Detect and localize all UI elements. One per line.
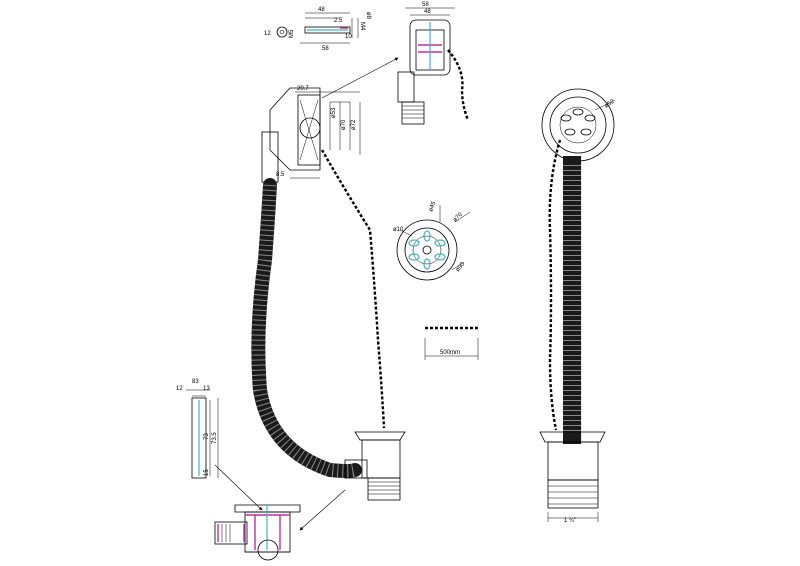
chain-right	[548, 139, 562, 431]
dim-ring-48: 48	[424, 9, 431, 15]
waste-body	[344, 431, 406, 501]
chain-left	[320, 149, 386, 429]
dim-plug-52: ø52	[604, 98, 616, 109]
dim-overflow-72: ø72	[351, 119, 357, 130]
dim-overflow-20-7: 20.7	[297, 86, 309, 92]
pin-detail: 48 2.5 10 12 58 M4 ø8 M5	[264, 7, 371, 52]
dim-pin-8: ø8	[365, 12, 371, 20]
dim-waste-73: 73	[204, 433, 210, 440]
chain-sample: 500mm	[424, 326, 479, 360]
dim-pin-12: 12	[264, 31, 271, 37]
overflow-detail: 58 48	[397, 2, 470, 125]
dim-waste-12: 12	[176, 386, 183, 392]
grate-front-view: ø45 ø70 ø10 ø90	[393, 200, 471, 281]
dim-waste-13: 13	[203, 386, 210, 392]
dim-waste-83: 83	[192, 379, 199, 385]
flexible-hose	[251, 178, 362, 478]
dim-grate-90: ø90	[455, 261, 467, 273]
pin-head-icon	[276, 26, 288, 38]
dim-pin-58: 58	[322, 46, 329, 52]
dim-waste-15: 15	[204, 469, 210, 476]
waste-callout-arrow	[299, 489, 346, 531]
side-view-assembly: ø52 1 ¼"	[539, 88, 616, 524]
dim-pin-48: 48	[318, 7, 325, 13]
dim-waste-73-5: 73.5	[212, 432, 218, 444]
waste-cross-section	[214, 504, 301, 561]
dim-pin-2-5: 2.5	[334, 18, 343, 24]
dim-overflow-53: ø53	[331, 107, 337, 118]
overflow-head: 20.7 ø53 ø70 ø72 8.5	[261, 86, 361, 183]
pipe-callout-arrow	[214, 464, 263, 511]
overflow-callout-arrow	[321, 57, 399, 99]
dim-overflow-70: ø70	[341, 119, 347, 130]
dim-grate-10: ø10	[393, 227, 404, 233]
waste-pipe-detail: 12 83 13 73 73.5 15	[176, 379, 219, 479]
dim-thread: 1 ¼"	[564, 518, 576, 524]
dim-pin-10: 10	[345, 34, 352, 40]
dim-grate-70: ø70	[452, 211, 464, 223]
dim-pin-m5: M5	[289, 29, 295, 38]
dim-pin-m4: M4	[359, 22, 365, 31]
dim-overflow-8-5: 8.5	[276, 172, 285, 178]
dim-grate-45: ø45	[428, 200, 437, 212]
dim-chain-500: 500mm	[440, 350, 460, 356]
dim-ring-58: 58	[422, 2, 429, 8]
